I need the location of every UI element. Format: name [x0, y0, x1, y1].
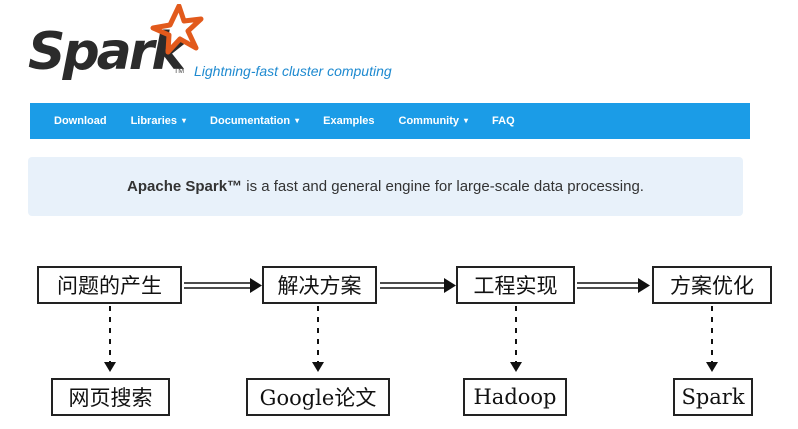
nav-examples[interactable]: Examples [311, 103, 386, 139]
stage-box-solution: 解决方案 [262, 266, 377, 304]
example-box-spark: Spark [673, 378, 753, 416]
nav-label: Libraries [130, 115, 178, 127]
flow-arrow [184, 278, 262, 293]
arrowhead-icon [706, 362, 718, 372]
caret-down-icon: ▾ [182, 116, 187, 125]
intro-banner: Apache Spark™ is a fast and general engi… [28, 157, 743, 216]
nav-documentation[interactable]: Documentation ▾ [198, 103, 311, 139]
main-navbar: Download Libraries ▾ Documentation ▾ Examples… [30, 103, 750, 139]
spark-logo[interactable]: Spark TM [28, 4, 204, 82]
example-box-web-search: 网页搜索 [51, 378, 170, 416]
example-box-hadoop: Hadoop [463, 378, 567, 416]
caret-down-icon: ▾ [295, 116, 300, 125]
product-name: Apache Spark™ [127, 178, 243, 195]
nav-label: Community [398, 115, 460, 127]
nav-label: Documentation [210, 115, 291, 127]
flow-arrow [380, 278, 456, 293]
nav-label: Examples [323, 115, 375, 127]
tagline: Lightning-fast cluster computing [194, 63, 392, 79]
nav-download[interactable]: Download [30, 103, 119, 139]
logo-trademark: TM [174, 68, 185, 75]
nav-community[interactable]: Community ▾ [387, 103, 481, 139]
intro-text: is a fast and general engine for large-s… [242, 178, 644, 195]
nav-label: FAQ [492, 115, 515, 127]
stage-box-problem: 问题的产生 [37, 266, 182, 304]
nav-libraries[interactable]: Libraries ▾ [119, 103, 198, 139]
nav-label: Download [54, 115, 107, 127]
stage-box-optimization: 方案优化 [652, 266, 772, 304]
flow-arrow [577, 278, 650, 293]
stage-box-implementation: 工程实现 [456, 266, 575, 304]
arrowhead-icon [104, 362, 116, 372]
example-box-google-paper: Google论文 [246, 378, 390, 416]
nav-faq[interactable]: FAQ [480, 103, 527, 139]
caret-down-icon: ▾ [464, 116, 469, 125]
arrowhead-icon [510, 362, 522, 372]
arrowhead-icon [312, 362, 324, 372]
star-icon [150, 4, 204, 55]
